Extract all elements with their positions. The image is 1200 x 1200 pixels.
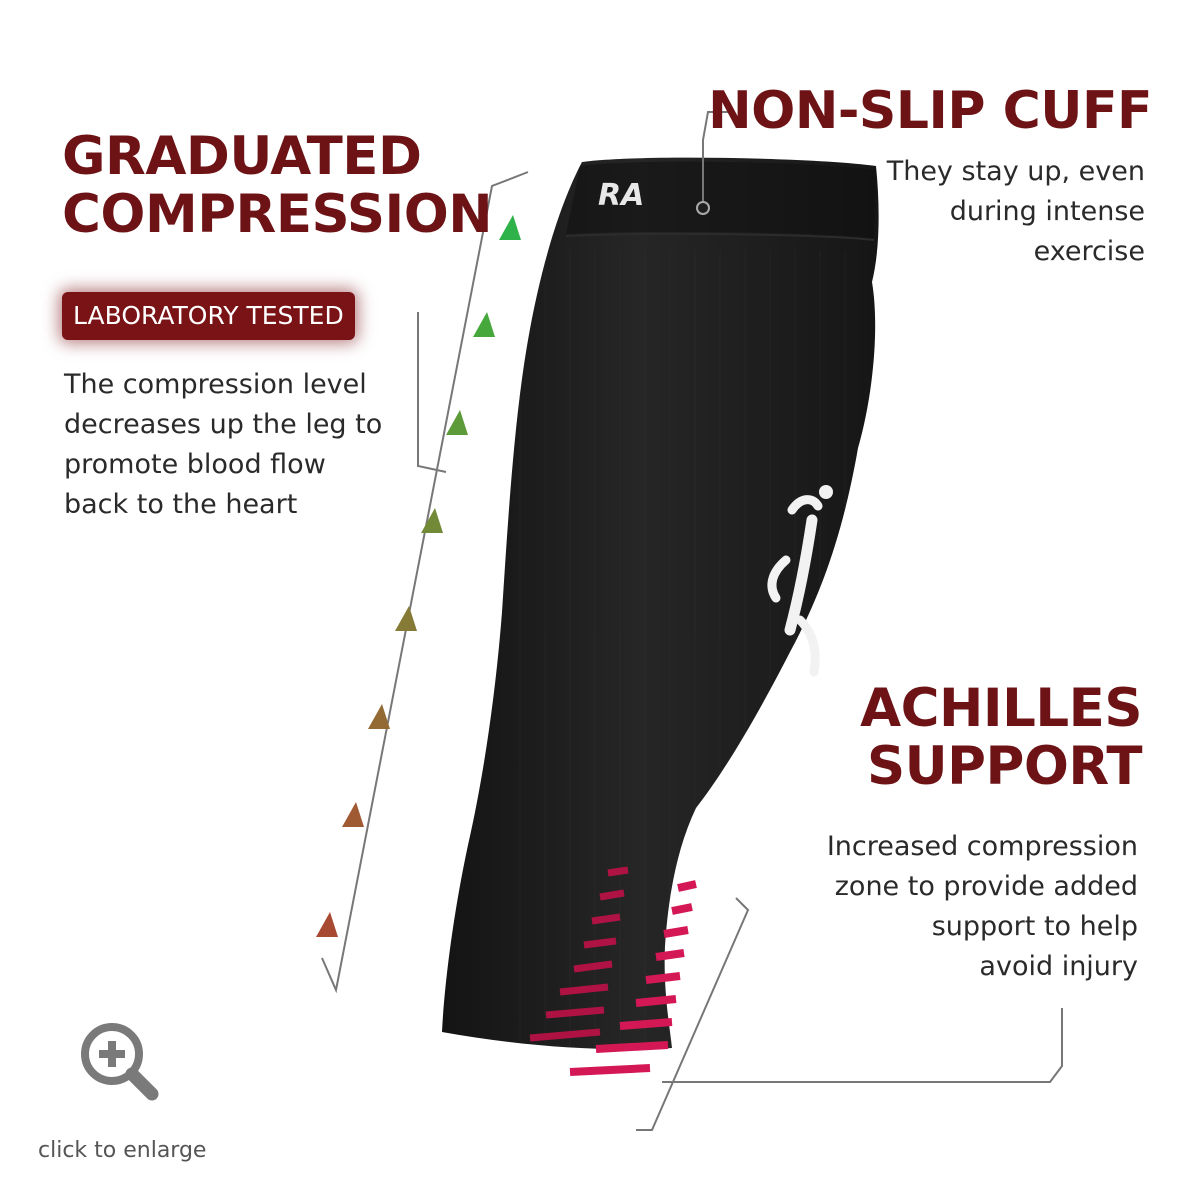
non-slip-cuff-description: They stay up, even during intense exerci… <box>887 152 1145 272</box>
arrow-marker-4 <box>421 508 443 533</box>
description-line: during intense <box>949 196 1145 227</box>
description-line: They stay up, even <box>886 156 1145 187</box>
description-line: avoid injury <box>979 951 1138 982</box>
description-line: exercise <box>1033 236 1145 267</box>
graduated-compression-description: The compression level decreases up the l… <box>64 365 424 525</box>
description-line: promote blood flow <box>64 449 326 480</box>
achilles-stripes <box>529 866 629 1042</box>
arrow-marker-7 <box>342 802 364 827</box>
achilles-leader-line <box>636 897 1063 1131</box>
non-slip-cuff-heading: NON-SLIP CUFF <box>708 81 1152 141</box>
arrow-marker-5 <box>395 606 417 631</box>
achilles-support-heading: ACHILLES SUPPORT <box>860 678 1143 798</box>
arrow-marker-2 <box>473 312 495 337</box>
laboratory-tested-badge: LABORATORY TESTED <box>62 292 355 340</box>
description-line: Increased compression <box>826 831 1138 862</box>
description-line: back to the heart <box>64 489 298 520</box>
heading-line: GRADUATED <box>62 126 422 187</box>
enlarge-label[interactable]: click to enlarge <box>38 1138 207 1163</box>
graduated-compression-heading: GRADUATED COMPRESSION <box>62 126 493 246</box>
graduated-arrows <box>321 171 529 994</box>
cuff-leader-line <box>696 111 728 215</box>
heading-line: SUPPORT <box>866 736 1143 798</box>
description-line: zone to provide added <box>834 871 1138 902</box>
enlarge-image-button[interactable]: click to enlarge <box>30 1020 230 1170</box>
brand-logo-text: RA <box>598 178 644 213</box>
achilles-support-description: Increased compression zone to provide ad… <box>827 827 1138 987</box>
graduated-arrow-markers <box>316 215 521 937</box>
arrow-marker-1 <box>499 215 521 240</box>
arrow-marker-3 <box>446 410 468 435</box>
description-line: support to help <box>931 911 1138 942</box>
sleeve-cuff <box>566 161 876 238</box>
zoom-in-magnifier-icon[interactable] <box>78 1020 160 1102</box>
heading-line: COMPRESSION <box>62 184 493 246</box>
arrow-marker-6 <box>368 704 390 729</box>
runner-logo <box>767 485 833 677</box>
compression-sleeve <box>442 157 879 1050</box>
heading-line: ACHILLES <box>860 678 1142 739</box>
description-line: decreases up the leg to <box>64 409 383 440</box>
arrow-marker-8 <box>316 912 338 937</box>
description-line: The compression level <box>64 369 367 400</box>
inner-stripes <box>569 880 697 1076</box>
